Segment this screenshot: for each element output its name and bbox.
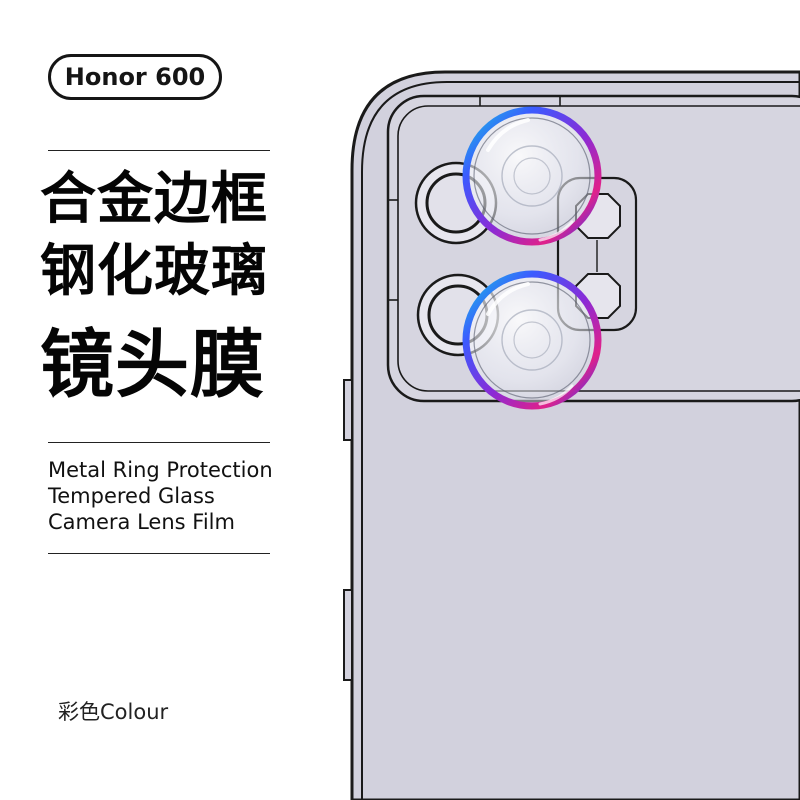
colour-label: 彩色Colour xyxy=(58,700,169,724)
model-badge: Honor 600 xyxy=(48,54,222,100)
lens-protector-ring-icon xyxy=(462,106,602,246)
feature-text-1: Metal Ring Protection xyxy=(48,458,273,482)
headline-line-1: 合金边框 xyxy=(40,167,268,232)
feature-text-3: Camera Lens Film xyxy=(48,510,235,534)
headline-line-2: 钢化玻璃 xyxy=(40,239,268,304)
divider-bottom xyxy=(48,553,270,554)
divider-top xyxy=(48,150,270,151)
lens-protector-ring-icon xyxy=(462,270,602,410)
divider-middle xyxy=(48,442,270,443)
feature-text-2: Tempered Glass xyxy=(48,484,215,508)
headline-line-3: 镜头膜 xyxy=(40,322,265,408)
